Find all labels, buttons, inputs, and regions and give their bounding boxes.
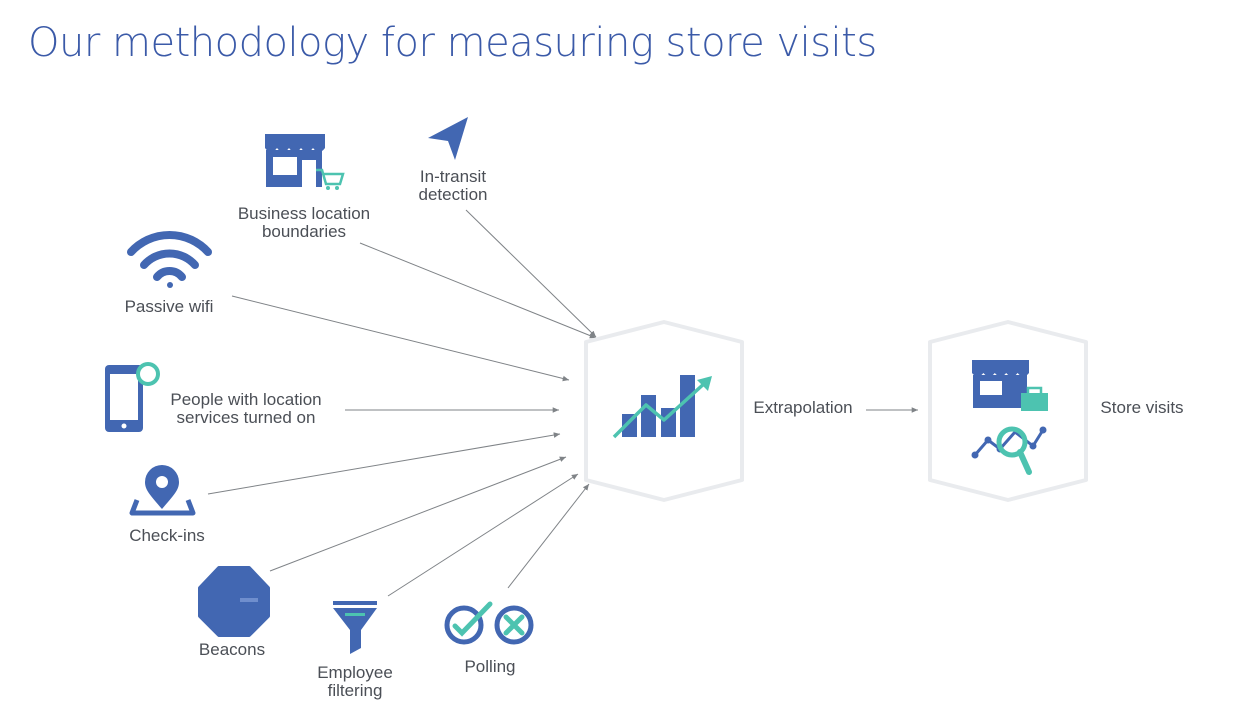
phone-location-icon	[105, 362, 160, 432]
map-pin-icon	[129, 465, 196, 516]
label-store-visits: Store visits	[1100, 398, 1184, 417]
label-beacons: Beacons	[198, 640, 266, 659]
arrow-beacons	[269, 456, 567, 572]
beacon-icon	[198, 566, 270, 637]
arrow-in-transit	[465, 209, 597, 338]
arrow-check-ins	[207, 432, 561, 495]
label-polling: Polling	[464, 657, 516, 676]
wifi-icon	[127, 231, 212, 288]
label-in-transit: In-transit detection	[418, 167, 488, 204]
navigation-arrow-icon	[428, 117, 468, 160]
label-location-services: People with location services turned on	[170, 390, 322, 427]
connector-arrows	[207, 209, 918, 597]
magnify-chart-icon	[971, 426, 1047, 475]
arrow-passive-wifi	[231, 295, 570, 382]
check-x-icon	[444, 601, 534, 645]
arrow-business-location	[359, 242, 597, 339]
store-visits-hexagon	[928, 320, 1088, 502]
label-check-ins: Check-ins	[129, 526, 205, 545]
arrow-polling	[507, 483, 590, 589]
label-extrapolation: Extrapolation	[753, 398, 853, 417]
storefront-cart-icon	[265, 134, 345, 190]
growth-chart-icon	[612, 375, 712, 439]
arrow-employee-filtering	[387, 473, 579, 597]
label-employee-filtering: Employee filtering	[317, 663, 393, 700]
storefront-bag-icon	[972, 360, 1048, 411]
label-passive-wifi: Passive wifi	[124, 297, 214, 316]
label-business-location: Business location boundaries	[237, 204, 371, 241]
funnel-icon	[333, 601, 377, 654]
page-title: Our methodology for measuring store visi…	[28, 20, 877, 66]
